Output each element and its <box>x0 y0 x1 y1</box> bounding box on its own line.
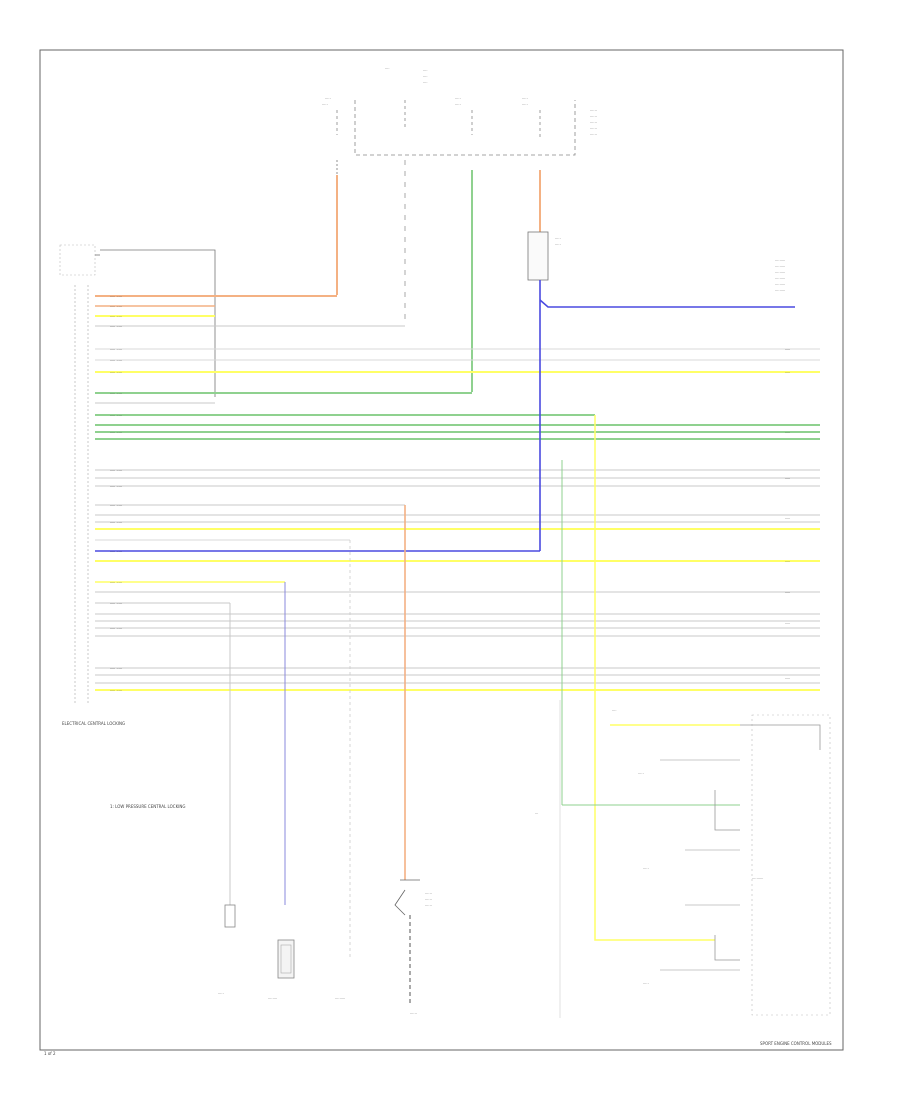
harness-wires <box>95 295 820 691</box>
svg-text:····· ·····: ····· ····· <box>110 305 122 309</box>
svg-text:·····: ····· <box>643 982 649 986</box>
left-connector <box>59 244 216 705</box>
diagram-frame <box>39 49 844 1051</box>
diagram-note: 1: LOW PRESSURE CENTRAL LOCKING <box>110 804 185 809</box>
svg-text:····· ·····: ····· ····· <box>110 627 122 631</box>
page-caption: 1 of 2 <box>44 1051 56 1056</box>
svg-text:·····: ····· <box>643 867 649 871</box>
svg-text:·····: ····· <box>785 348 790 352</box>
svg-text:·········: ········· <box>775 259 785 263</box>
svg-text:·····: ····· <box>522 103 528 107</box>
svg-text:······: ······ <box>590 121 597 125</box>
door-switch-blocks: ···· ····· ····· ·········· ····· ··· <box>535 700 831 1018</box>
svg-text:········: ········ <box>268 997 277 1001</box>
svg-text:·····: ····· <box>322 103 328 107</box>
svg-text:····· ·····: ····· ····· <box>110 315 122 319</box>
svg-text:······: ······ <box>590 127 597 131</box>
svg-text:······: ······ <box>590 133 597 137</box>
svg-text:····· ·····: ····· ····· <box>110 325 122 329</box>
svg-text:······: ······ <box>590 109 597 113</box>
svg-text:·········: ········· <box>775 271 785 275</box>
svg-text:····: ···· <box>423 81 428 85</box>
svg-text:·········: ········· <box>335 997 345 1001</box>
svg-text:····· ·····: ····· ····· <box>110 295 122 299</box>
svg-text:·····: ····· <box>555 237 561 241</box>
svg-text:······: ······ <box>410 1012 417 1016</box>
svg-text:·····: ····· <box>455 97 461 101</box>
svg-text:·····: ····· <box>785 517 790 521</box>
svg-text:·········: ········· <box>775 277 785 281</box>
svg-text:·····: ····· <box>522 97 528 101</box>
svg-text:······: ······ <box>425 892 432 896</box>
svg-text:·········: ········· <box>775 289 785 293</box>
svg-text:·····: ····· <box>638 772 644 776</box>
svg-text:····· ·····: ····· ····· <box>110 602 122 606</box>
right-terminals: ····· ····· ····· ····· ····· ····· ····… <box>785 348 790 681</box>
caption-right: SPORT ENGINE CONTROL MODULES <box>760 1041 832 1046</box>
svg-text:····· ·····: ····· ····· <box>110 581 122 585</box>
fuse-relay <box>527 231 549 281</box>
left-module-label: ELECTRICAL CENTRAL LOCKING <box>62 721 125 726</box>
svg-text:····· ·····: ····· ····· <box>110 504 122 508</box>
svg-text:·····: ····· <box>785 371 790 375</box>
svg-text:····· ·····: ····· ····· <box>110 431 122 435</box>
svg-text:·····: ····· <box>785 477 790 481</box>
svg-text:··········: ·········· <box>752 877 763 881</box>
svg-text:····· ·····: ····· ····· <box>110 689 122 693</box>
svg-text:·····: ····· <box>555 243 561 247</box>
svg-text:····· ·····: ····· ····· <box>110 469 122 473</box>
svg-text:····: ···· <box>385 67 390 71</box>
svg-text:·····: ····· <box>325 97 331 101</box>
pin-labels: ····· ····· ····· ····· ····· ····· ····… <box>110 295 122 693</box>
svg-text:····· ·····: ····· ····· <box>110 550 122 554</box>
svg-text:·····: ····· <box>785 560 790 564</box>
svg-text:····· ·····: ····· ····· <box>110 414 122 418</box>
right-top-module: ········· ········· ········· ········· … <box>775 259 785 293</box>
svg-text:····· ·····: ····· ····· <box>110 371 122 375</box>
svg-text:·····: ····· <box>218 992 224 996</box>
svg-text:·····: ····· <box>785 622 790 626</box>
svg-text:·····: ····· <box>785 591 790 595</box>
svg-text:·····: ····· <box>455 103 461 107</box>
svg-text:·········: ········· <box>775 283 785 287</box>
svg-text:·····: ····· <box>785 677 790 681</box>
fuse-box: ···· ···· ···· ···· ····· ····· ····· ··… <box>322 67 597 156</box>
bottom-components: ····· ········ ········· ······ ······ ·… <box>218 879 432 1016</box>
svg-text:·········: ········· <box>775 265 785 269</box>
svg-text:····· ·····: ····· ····· <box>110 359 122 363</box>
svg-text:···: ··· <box>535 812 538 816</box>
svg-text:····: ···· <box>423 75 428 79</box>
svg-text:····· ·····: ····· ····· <box>110 521 122 525</box>
svg-text:····· ·····: ····· ····· <box>110 392 122 396</box>
svg-text:····· ·····: ····· ····· <box>110 667 122 671</box>
svg-text:······: ······ <box>425 904 432 908</box>
svg-text:····: ···· <box>423 69 428 73</box>
svg-text:·····: ····· <box>785 431 790 435</box>
svg-text:······: ······ <box>425 898 432 902</box>
svg-text:····· ·····: ····· ····· <box>110 348 122 352</box>
svg-text:······: ······ <box>590 115 597 119</box>
vertical-wires <box>229 280 795 960</box>
svg-text:····: ···· <box>612 709 617 713</box>
svg-text:····· ·····: ····· ····· <box>110 485 122 489</box>
